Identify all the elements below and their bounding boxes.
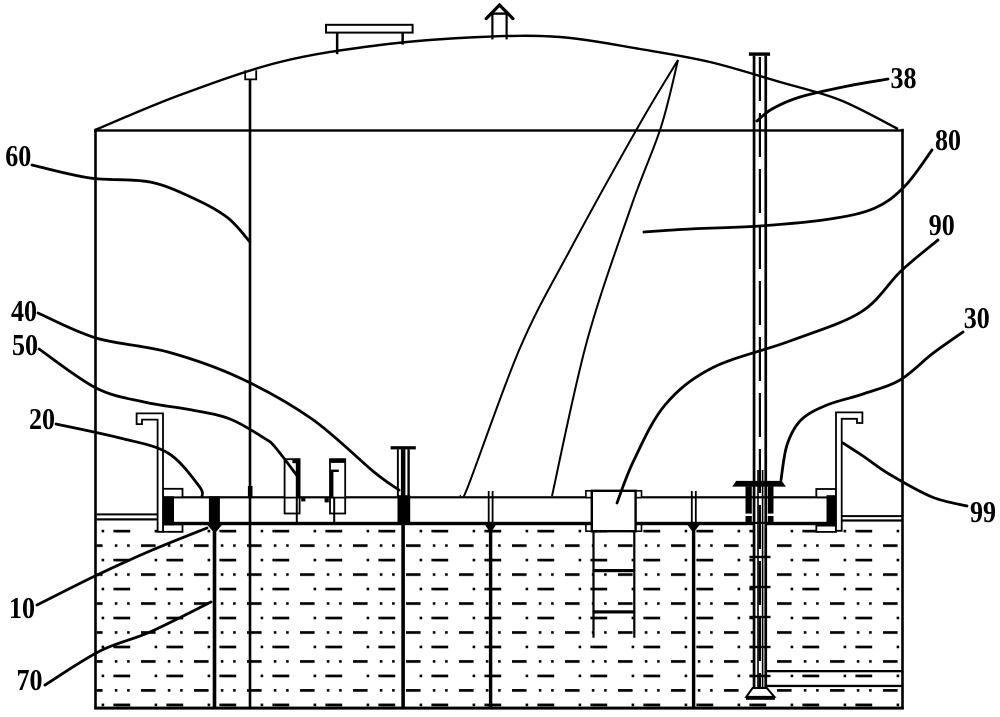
- svg-text:20: 20: [29, 401, 55, 436]
- svg-text:80: 80: [935, 122, 961, 157]
- svg-text:60: 60: [5, 138, 31, 173]
- svg-text:40: 40: [11, 293, 37, 328]
- svg-text:70: 70: [17, 662, 43, 697]
- svg-text:10: 10: [9, 590, 35, 625]
- svg-text:30: 30: [964, 300, 990, 335]
- svg-text:90: 90: [929, 207, 955, 242]
- svg-text:38: 38: [891, 60, 917, 95]
- svg-text:50: 50: [12, 327, 38, 362]
- svg-text:99: 99: [970, 494, 996, 529]
